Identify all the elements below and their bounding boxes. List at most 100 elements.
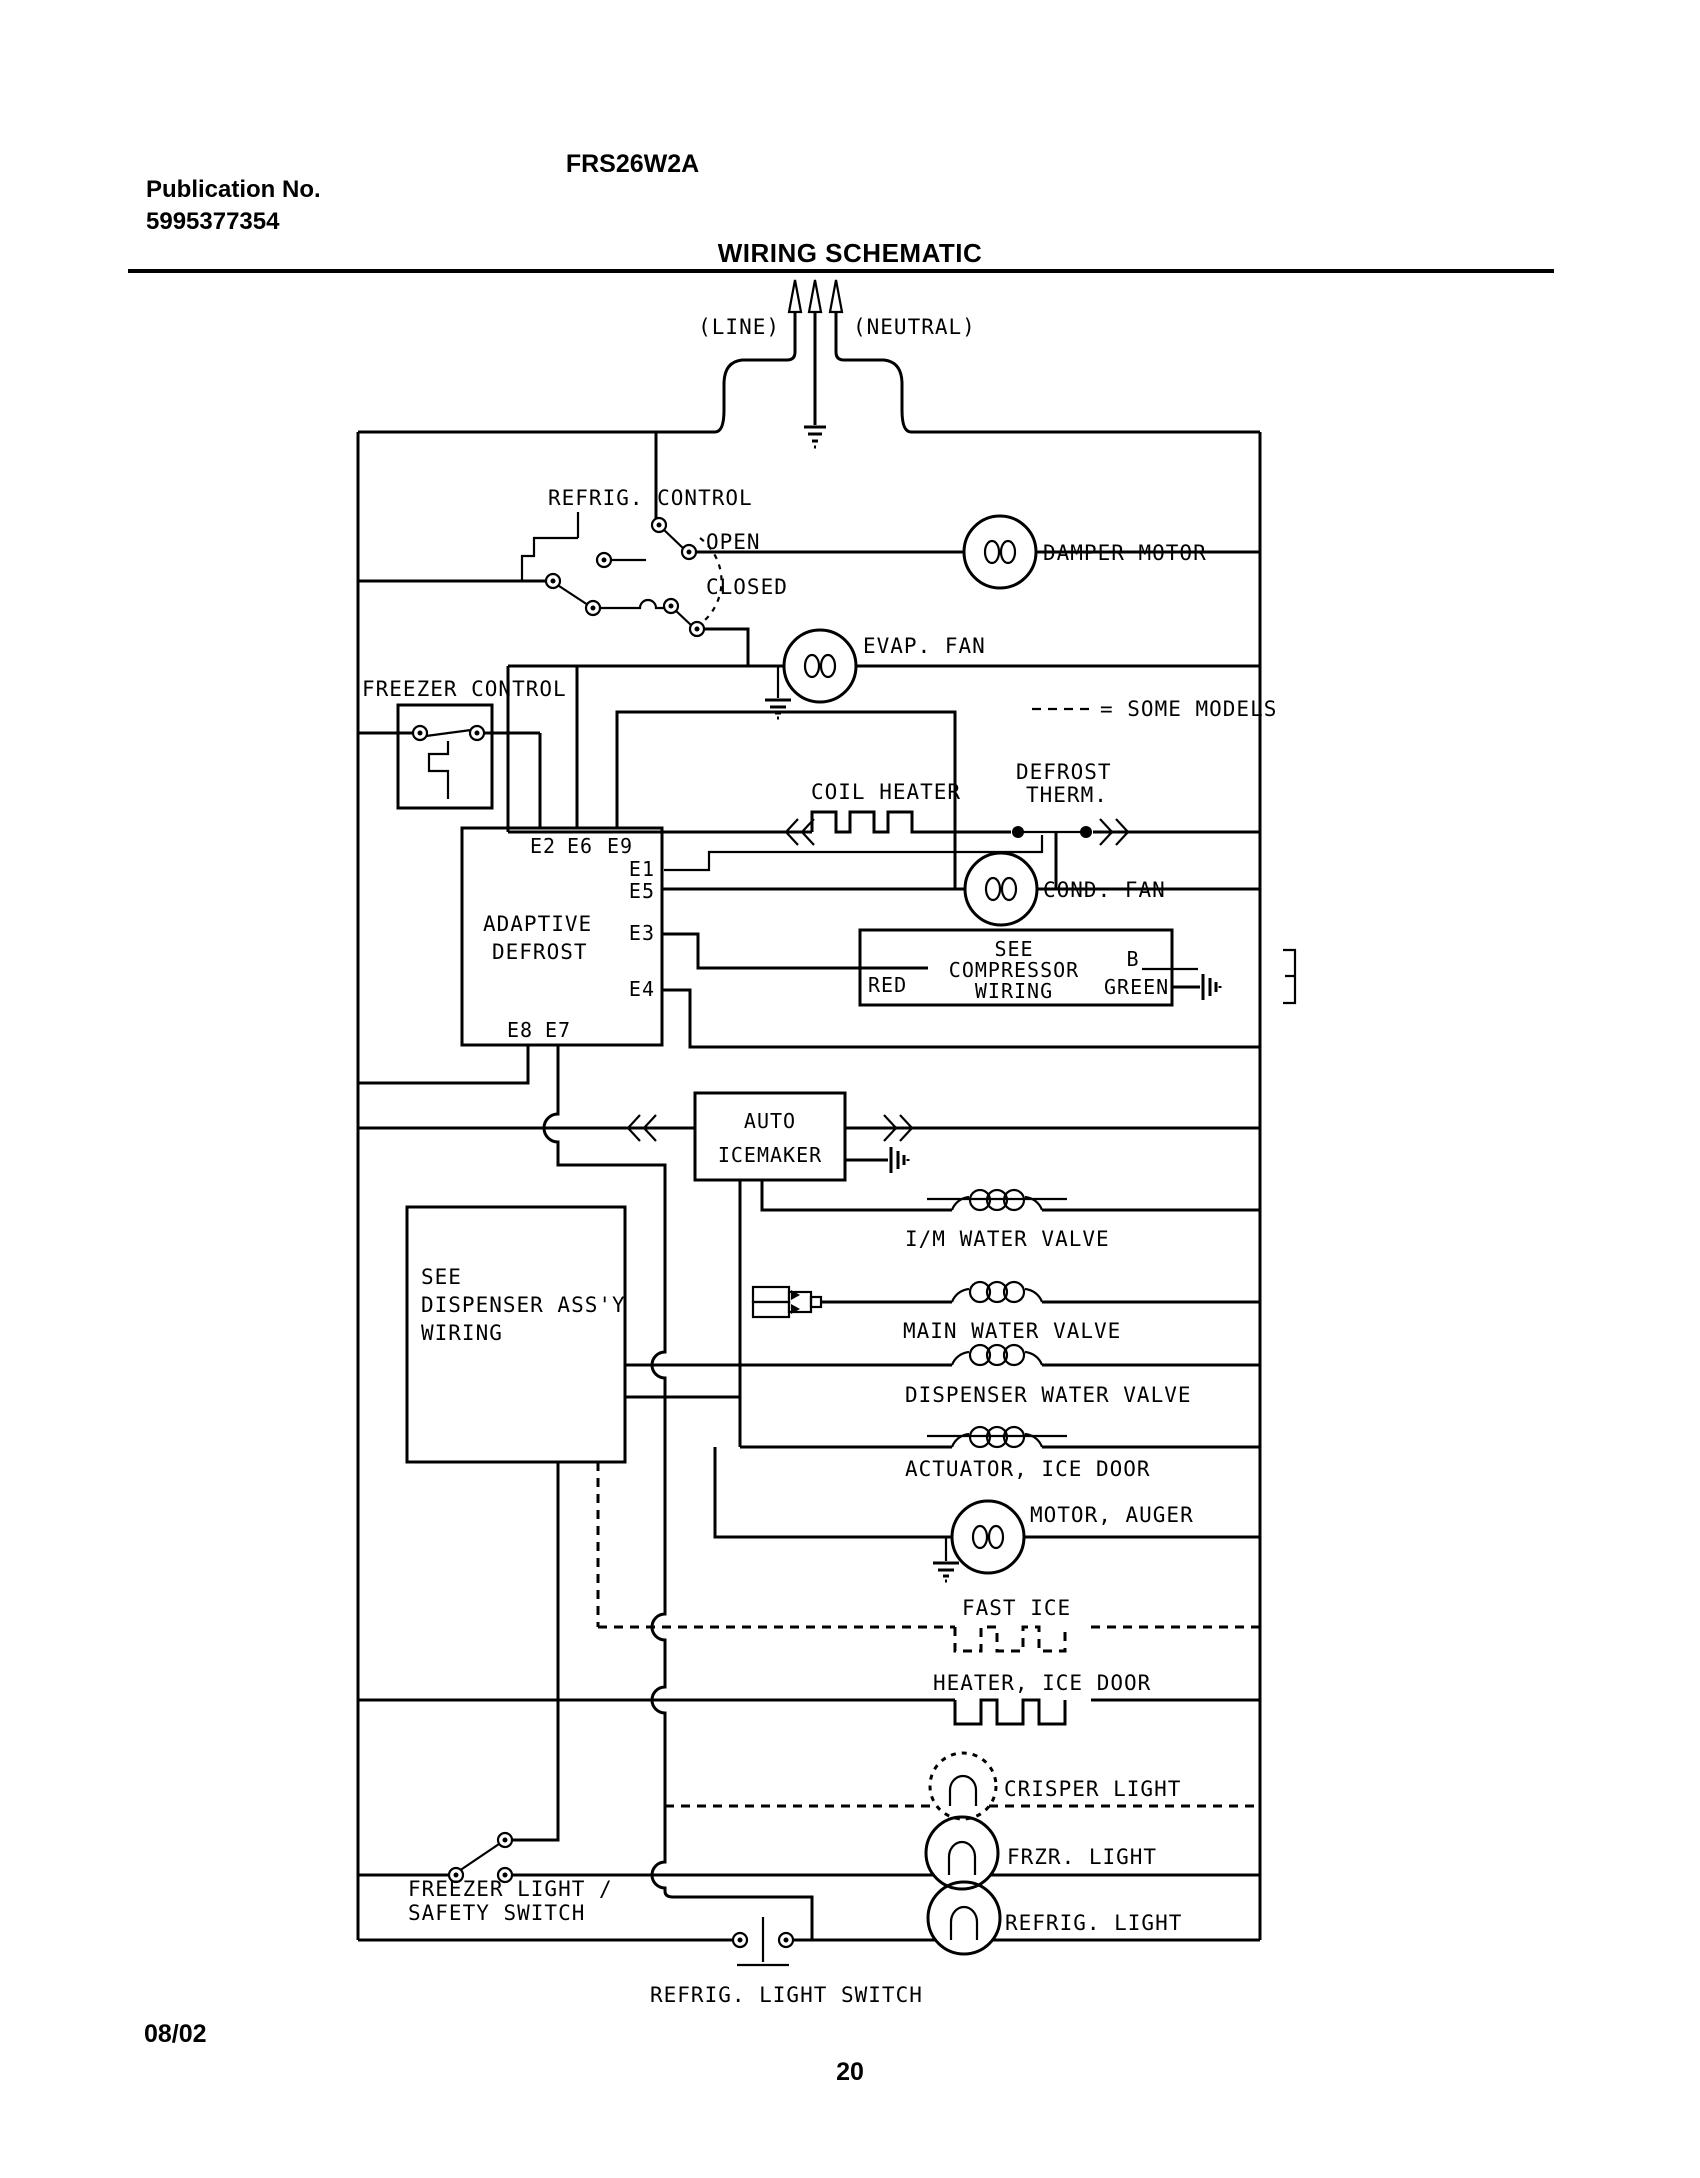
neutral-arrow-icon: [828, 279, 844, 314]
chevron-right-icon: [883, 1114, 914, 1142]
adaptive-label-2: DEFROST: [492, 940, 588, 964]
cabinet-outline: [356, 312, 1262, 1940]
motor-auger-label: MOTOR, AUGER: [1030, 1503, 1194, 1527]
power-entry: (LINE) (NEUTRAL): [698, 279, 976, 449]
compressor-label-2: COMPRESSOR: [949, 958, 1079, 982]
page-title: WIRING SCHEMATIC: [717, 238, 983, 268]
cond-fan: COND. FAN: [963, 851, 1260, 927]
freezer-switch-label-1: FREEZER LIGHT /: [408, 1877, 613, 1901]
main-water-valve-label: MAIN WATER VALVE: [903, 1319, 1121, 1343]
fast-ice: FAST ICE: [598, 1596, 1260, 1653]
damper-motor-label: DAMPER MOTOR: [1043, 541, 1207, 565]
icemaker-label-2: ICEMAKER: [718, 1143, 822, 1167]
coil-heater-symbol: [810, 810, 936, 834]
chevron-right-icon: [1099, 818, 1130, 846]
terminal-e3: E3: [629, 921, 655, 945]
freezer-control-label: FREEZER CONTROL: [362, 677, 567, 701]
dispenser-assy-box: SEE DISPENSER ASS'Y WIRING: [405, 1205, 627, 1842]
wire-e4: [662, 988, 1260, 1049]
line-arrow-icon: [787, 279, 803, 314]
terminal-e1: E1: [629, 857, 655, 881]
cond-fan-label: COND. FAN: [1043, 878, 1166, 902]
ground-arrow-icon: [807, 279, 823, 314]
green-label: GREEN: [1104, 975, 1169, 999]
wire-e9: [615, 710, 957, 889]
red-label: RED: [868, 973, 907, 997]
fast-ice-heater-symbol: [953, 1625, 1067, 1653]
evap-fan: EVAP. FAN: [508, 627, 1260, 828]
main-water-valve: MAIN WATER VALVE: [751, 1280, 1260, 1343]
dispenser-water-valve: DISPENSER WATER VALVE: [625, 1343, 1260, 1407]
coil-heater-label: COIL HEATER: [811, 780, 961, 804]
dispenser-box-label-3: WIRING: [421, 1321, 503, 1345]
footer-date: 08/02: [144, 2020, 207, 2048]
dispenser-box-label-1: SEE: [421, 1265, 462, 1289]
defrost-therm-label-1: DEFROST: [1016, 760, 1112, 784]
freezer-light-row: FRZR. LIGHT FREEZER LIGHT / SAFETY SWITC…: [358, 1815, 1260, 1925]
heater-ice-door: HEATER, ICE DOOR: [358, 1671, 1260, 1726]
open-label: OPEN: [706, 530, 761, 554]
terminal-e4: E4: [629, 977, 655, 1001]
evap-fan-label: EVAP. FAN: [863, 634, 986, 658]
adaptive-defrost: E2 E6 E9 E1 E5 E3 E4 E8 E7 ADAPTIVE DEFR…: [358, 710, 1260, 1940]
defrost-therm-label-2: THERM.: [1026, 783, 1108, 807]
b-label: B: [1126, 947, 1139, 971]
compressor-label-1: SEE: [994, 937, 1033, 961]
chevron-left-icon: [784, 818, 815, 846]
ground-symbol-compressor: [1201, 974, 1222, 1000]
refrig-light-row: REFRIG. LIGHT REFRIG. LIGHT SWITCH: [358, 1880, 1260, 2007]
wire-e8: [358, 1045, 530, 1085]
terminal-e8: E8: [507, 1018, 533, 1042]
wire-safety-switch-feed: [512, 1462, 560, 1842]
terminal-e2: E2: [530, 834, 556, 858]
edge-connector-bracket: [1283, 948, 1297, 1005]
refrig-light-switch-label: REFRIG. LIGHT SWITCH: [650, 1983, 923, 2007]
wire-e7-bus: [542, 1045, 814, 1940]
legend-some-models: = SOME MODELS: [1032, 697, 1276, 721]
compressor-label-3: WIRING: [975, 979, 1053, 1003]
chevron-left-icon: [626, 1114, 657, 1142]
publication-label: Publication No.: [146, 176, 321, 203]
dispenser-box-label-2: DISPENSER ASS'Y: [421, 1293, 626, 1317]
cam-arc: [699, 537, 723, 621]
im-water-valve: I/M WATER VALVE: [905, 1188, 1260, 1251]
auto-icemaker: AUTO ICEMAKER: [358, 1091, 1260, 1447]
closed-label: CLOSED: [706, 575, 788, 599]
refrig-control: REFRIG. CONTROL OPEN CLOSED: [358, 432, 788, 638]
icemaker-label-1: AUTO: [744, 1109, 796, 1133]
terminal-e9: E9: [607, 834, 633, 858]
adaptive-label-1: ADAPTIVE: [483, 912, 592, 936]
compressor-box: SEE COMPRESSOR WIRING RED B GREEN: [858, 928, 1222, 1007]
damper-motor: DAMPER MOTOR: [695, 514, 1260, 590]
fast-ice-label: FAST ICE: [962, 1596, 1071, 1620]
ground-symbol-icemaker: [889, 1147, 910, 1173]
publication-number: 5995377354: [146, 208, 280, 235]
refrig-light-switch-symbol: [737, 1917, 789, 1967]
page-number: 20: [836, 2058, 864, 2086]
crisper-light-label: CRISPER LIGHT: [1004, 1777, 1181, 1801]
refrig-light-label: REFRIG. LIGHT: [1005, 1911, 1182, 1935]
actuator-ice-door: ACTUATOR, ICE DOOR: [625, 1395, 1260, 1481]
actuator-ice-door-label: ACTUATOR, ICE DOOR: [905, 1457, 1151, 1481]
refrig-control-label: REFRIG. CONTROL: [548, 486, 753, 510]
ice-door-heater-symbol: [953, 1698, 1067, 1726]
neutral-label: (NEUTRAL): [853, 315, 976, 339]
refrig-light-symbol: [926, 1880, 1002, 1956]
im-water-valve-label: I/M WATER VALVE: [905, 1227, 1110, 1251]
wire-e3-red: [662, 932, 928, 970]
therm-return-wire: [664, 835, 1044, 872]
crisper-light: CRISPER LIGHT: [665, 1751, 1260, 1821]
ground-symbol-main: [804, 425, 826, 449]
terminal-e7: E7: [545, 1018, 571, 1042]
freezer-switch-label-2: SAFETY SWITCH: [408, 1901, 585, 1925]
model-number: FRS26W2A: [565, 150, 700, 178]
damper-motor-symbol: [962, 514, 1038, 590]
coil-heater-row: COIL HEATER DEFROST THERM.: [506, 666, 1260, 889]
line-label: (LINE): [698, 315, 780, 339]
freezer-control: FREEZER CONTROL: [358, 677, 567, 828]
terminal-e5: E5: [629, 879, 655, 903]
motor-auger: MOTOR, AUGER: [713, 1447, 1260, 1583]
crisper-light-symbol: [928, 1751, 998, 1821]
terminal-e6: E6: [567, 834, 593, 858]
